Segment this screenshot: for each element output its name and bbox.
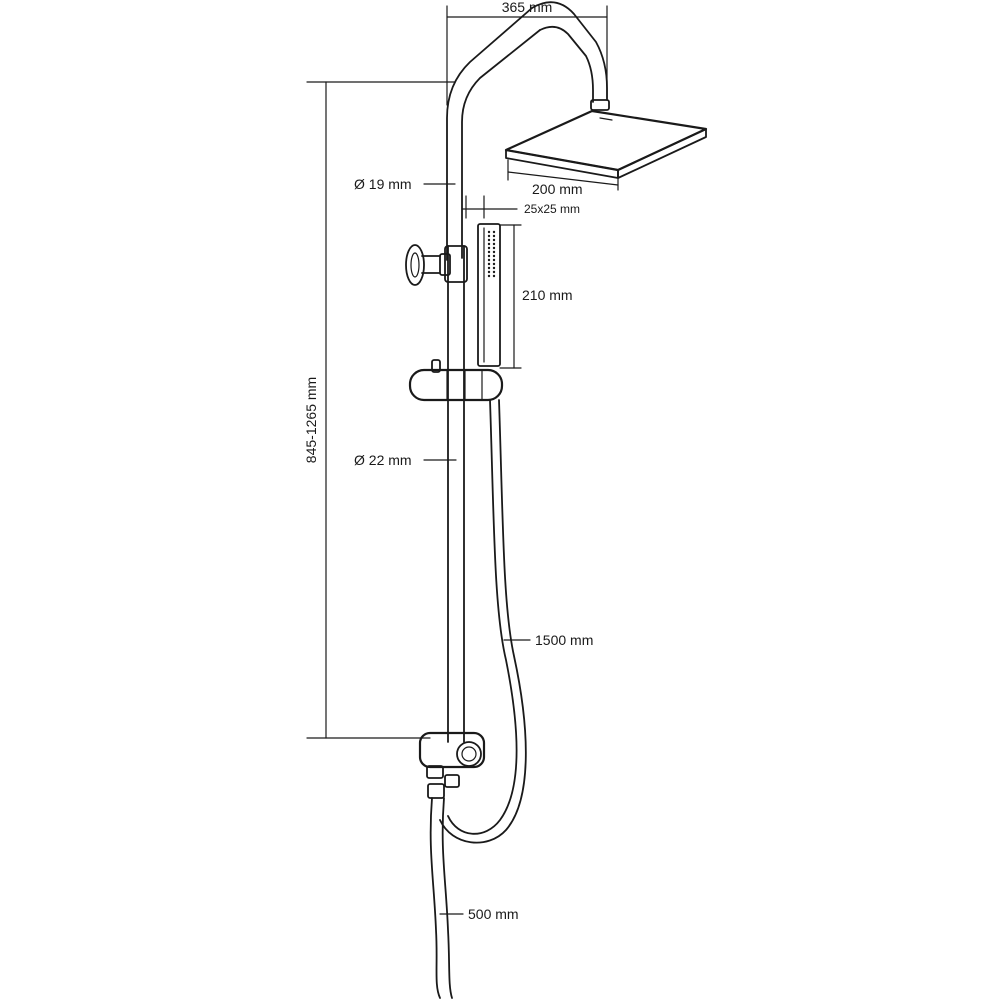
lower-tube-diameter-callout: Ø 22 mm (354, 452, 457, 468)
head-width-label: 200 mm (532, 181, 583, 197)
nozzle-dot (487, 230, 491, 234)
nozzle-dot (487, 234, 491, 238)
nozzle-dot (492, 246, 496, 250)
nozzle-dot (492, 254, 496, 258)
nozzle-dot (487, 262, 491, 266)
upper-tube-diameter-callout: Ø 19 mm (354, 176, 456, 192)
head-shower (504, 109, 708, 179)
nozzle-dot (487, 270, 491, 274)
hand-shower-nozzles (487, 230, 496, 278)
nozzle-dot (487, 266, 491, 270)
nozzle-dot (492, 242, 496, 246)
hand-shower-section-label: 25x25 mm (524, 202, 580, 216)
hand-shower (477, 223, 501, 367)
nozzle-dot (487, 250, 491, 254)
supply-hose-callout: 500 mm (439, 906, 519, 922)
nozzle-dot (487, 258, 491, 262)
hose-length-label: 1500 mm (535, 632, 593, 648)
nozzle-dot (492, 262, 496, 266)
nozzle-dot (487, 254, 491, 258)
hand-shower-length-dimension: 210 mm (499, 224, 573, 369)
nozzle-dot (487, 238, 491, 242)
hand-shower-section-dimension: 25x25 mm (461, 195, 580, 219)
slider-holder (408, 359, 504, 402)
nozzle-dot (492, 258, 496, 262)
nozzle-dot (492, 274, 496, 278)
nozzle-dot (487, 242, 491, 246)
nozzle-dot (492, 238, 496, 242)
nozzle-dot (492, 230, 496, 234)
riser-height-label: 845-1265 mm (303, 377, 319, 463)
nozzle-dot (492, 250, 496, 254)
nozzle-dot (487, 274, 491, 278)
flexible-hose (439, 399, 527, 844)
nozzle-dot (487, 246, 491, 250)
hose-length-callout: 1500 mm (503, 632, 593, 648)
nozzle-dot (492, 270, 496, 274)
riser-height-dimension: 845-1265 mm (303, 81, 456, 739)
lower-riser-tube (447, 245, 465, 743)
head-width-dimension: 200 mm (507, 159, 619, 197)
supply-hose (429, 797, 453, 999)
lower-tube-diameter-label: Ø 22 mm (354, 452, 412, 468)
nozzle-dot (492, 234, 496, 238)
upper-riser-arm (446, 1, 610, 261)
upper-tube-diameter-label: Ø 19 mm (354, 176, 412, 192)
hand-shower-length-label: 210 mm (522, 287, 573, 303)
diverter-block (418, 731, 486, 799)
supply-hose-label: 500 mm (468, 906, 519, 922)
wall-bracket (405, 244, 468, 286)
nozzle-dot (492, 266, 496, 270)
